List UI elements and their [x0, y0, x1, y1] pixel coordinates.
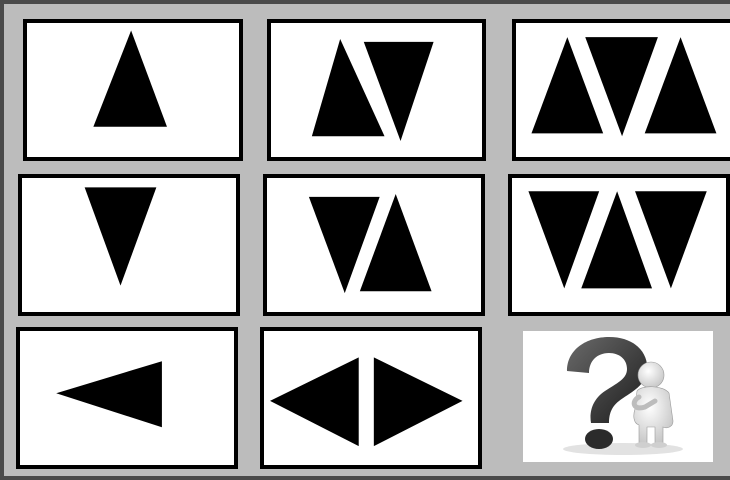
triangle-up-icon	[27, 23, 239, 157]
cell-row1-col2	[267, 19, 486, 161]
cell-row1-col1	[23, 19, 243, 161]
question-mark-figure-icon	[523, 331, 713, 462]
cell-row2-col1	[18, 174, 240, 316]
triangle-right-icon	[374, 357, 463, 446]
cell-row3-col1	[16, 327, 238, 469]
cell-row2-col2	[263, 174, 485, 316]
triangle-down-icon	[22, 178, 236, 312]
cell-row1-col3	[512, 19, 730, 161]
triangle-up-icon	[645, 37, 717, 133]
cell-row3-col2	[260, 327, 482, 469]
cell-row2-col3	[508, 174, 730, 316]
triangle-left-icon	[20, 331, 234, 465]
triangle-left-icon	[270, 357, 359, 446]
missing-answer-cell[interactable]	[523, 331, 713, 462]
